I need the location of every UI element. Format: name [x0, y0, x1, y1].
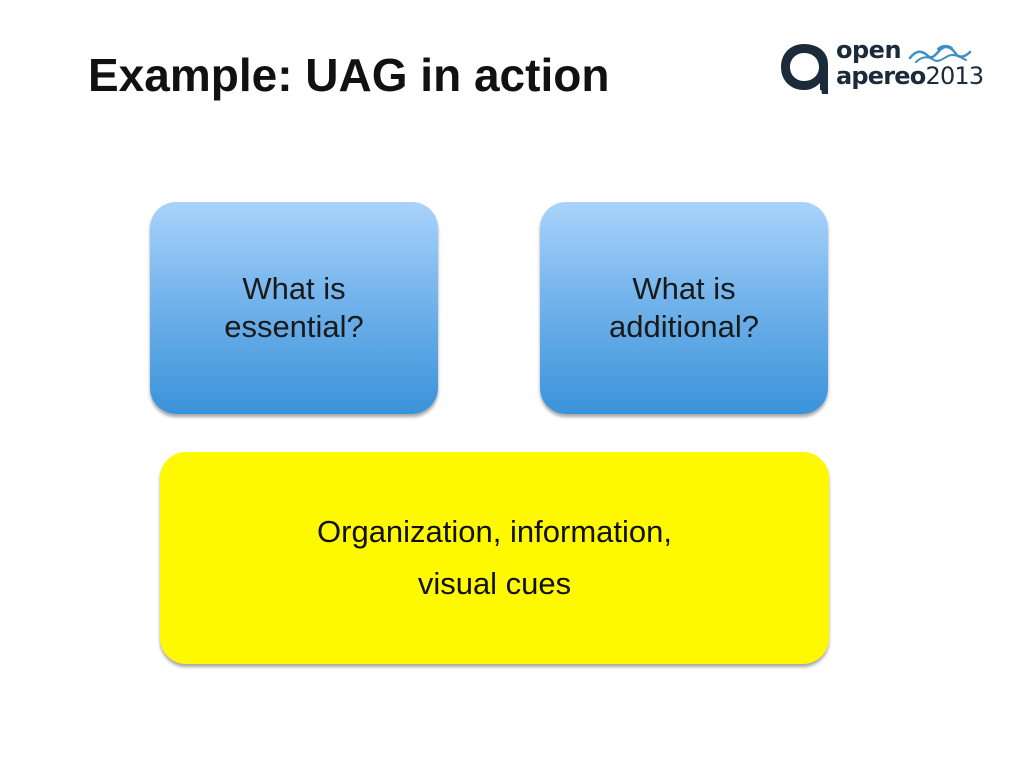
foundation-box-line-1: Organization, information, [317, 514, 672, 549]
logo-year: 2013 [925, 62, 984, 90]
slide-title: Example: UAG in action [88, 49, 610, 101]
essential-box-line-1: What is [242, 271, 346, 306]
essential-box: What is essential? [150, 202, 438, 414]
additional-box-line-2: additional? [609, 309, 759, 344]
logo-line-2: apereo2013 [836, 62, 984, 90]
additional-box: What is additional? [540, 202, 828, 414]
essential-box-line-2: essential? [224, 309, 364, 344]
additional-box-line-1: What is [632, 271, 736, 306]
foundation-box-line-2: visual cues [417, 566, 572, 601]
logo-word-open: open [836, 36, 902, 64]
waves-icon [908, 44, 972, 63]
foundation-box: Organization, information, visual cues [160, 452, 829, 664]
apereo-mark-icon [781, 44, 828, 94]
logo-word-apereo: apereo [836, 62, 926, 90]
open-apereo-logo: open apereo2013 [778, 36, 984, 96]
